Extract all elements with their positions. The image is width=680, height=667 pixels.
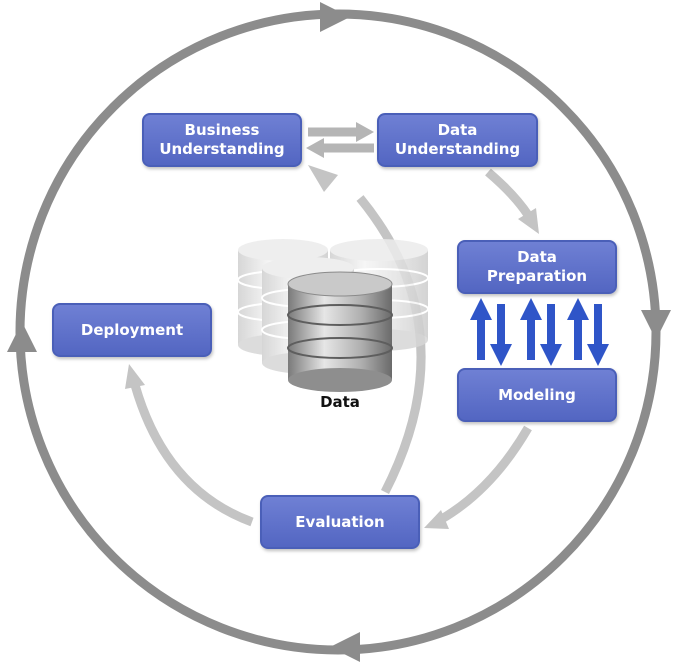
deployment-label: Deployment xyxy=(80,320,184,339)
iteration-arrow-down-3 xyxy=(587,304,609,366)
flow-arrow-modeling-to-evaluation xyxy=(424,425,532,529)
iteration-arrows xyxy=(470,298,609,366)
data-preparation-line1: Data xyxy=(517,248,557,266)
iteration-arrow-up-1 xyxy=(470,298,492,360)
evaluation-label: Evaluation xyxy=(295,512,385,531)
modeling-label: Modeling xyxy=(498,385,576,404)
flow-arrow-business-to-data xyxy=(308,122,374,142)
business-understanding-line1: Business xyxy=(184,121,260,139)
phase-data-understanding[interactable]: Data Understanding xyxy=(377,113,538,167)
data-understanding-line2: Understanding xyxy=(394,140,521,158)
flow-arrow-evaluation-to-deployment xyxy=(125,364,254,527)
phase-modeling[interactable]: Modeling xyxy=(457,368,617,422)
iteration-arrow-up-2 xyxy=(520,298,542,360)
phase-business-understanding[interactable]: Business Understanding xyxy=(142,113,302,167)
outer-cycle-arrowhead-top xyxy=(320,2,350,32)
iteration-arrow-down-2 xyxy=(540,304,562,366)
phase-data-preparation[interactable]: Data Preparation xyxy=(457,240,617,294)
phase-deployment[interactable]: Deployment xyxy=(52,303,212,357)
flow-arrow-data-to-business xyxy=(306,138,374,158)
phase-evaluation[interactable]: Evaluation xyxy=(260,495,420,549)
iteration-arrow-up-3 xyxy=(567,298,589,360)
data-understanding-line1: Data xyxy=(437,121,478,139)
outer-cycle-arrowhead-left xyxy=(7,322,37,352)
data-label: Data xyxy=(320,393,360,411)
data-preparation-line2: Preparation xyxy=(486,267,588,285)
iteration-arrow-down-1 xyxy=(490,304,512,366)
outer-cycle-arrowhead-bottom xyxy=(330,632,360,662)
flow-arrow-understanding-to-preparation xyxy=(485,168,539,234)
outer-cycle-arrowhead-right xyxy=(641,310,671,340)
business-understanding-line2: Understanding xyxy=(159,140,285,158)
database-icon xyxy=(237,239,429,392)
